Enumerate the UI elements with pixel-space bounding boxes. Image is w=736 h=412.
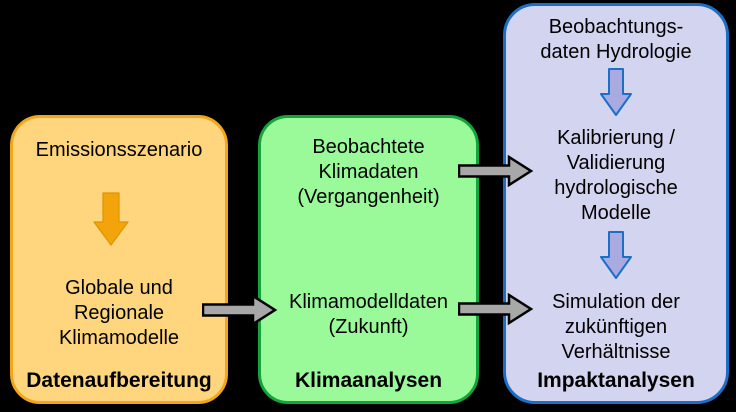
down-arrow-icon bbox=[600, 68, 632, 116]
down-arrow-icon bbox=[600, 231, 632, 279]
box-impaktanalysen: Beobachtungs- daten Hydrologie Kalibrier… bbox=[503, 3, 729, 404]
down-arrow-icon bbox=[93, 192, 129, 246]
box-klimaanalysen: Beobachtete Klimadaten (Vergangenheit) K… bbox=[258, 115, 479, 404]
right-arrow-icon bbox=[202, 294, 278, 326]
step-beobachtungsdaten-hydrologie: Beobachtungs- daten Hydrologie bbox=[540, 16, 692, 63]
step-klimamodelldaten: Klimamodelldaten (Zukunft) bbox=[289, 291, 448, 338]
step-kalibrierung-validierung: Kalibrierung / Validierung hydrologische… bbox=[554, 127, 678, 224]
box-label-klimaanalysen: Klimaanalysen bbox=[294, 369, 443, 392]
step-beobachtete-klimadaten: Beobachtete Klimadaten (Vergangenheit) bbox=[297, 136, 440, 208]
right-arrow-icon bbox=[458, 155, 534, 187]
right-arrow-icon bbox=[458, 293, 534, 325]
box-label-datenaufbereitung: Datenaufbereitung bbox=[26, 369, 212, 392]
step-emissionsszenario: Emissionsszenario bbox=[35, 139, 203, 161]
box-datenaufbereitung: Emissionsszenario Globale und Regionale … bbox=[10, 115, 228, 404]
step-globale-regionale-klimamodelle: Globale und Regionale Klimamodelle bbox=[58, 277, 180, 349]
box-label-impaktanalysen: Impaktanalysen bbox=[537, 369, 695, 392]
step-simulation-zukuenftige-verhaeltnisse: Simulation der zukünftigen Verhältnisse bbox=[552, 291, 680, 363]
